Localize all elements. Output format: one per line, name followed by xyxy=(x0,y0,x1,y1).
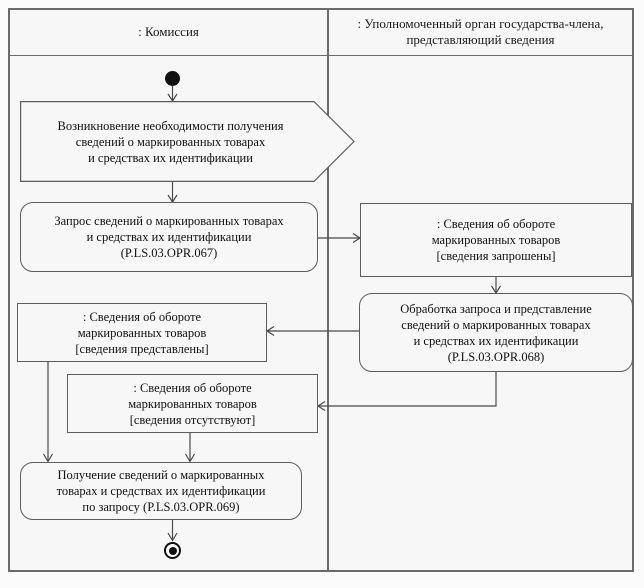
action-code: (P.LS.03.OPR.067) xyxy=(120,246,218,260)
signal-node-label: Возникновение необходимости получения св… xyxy=(48,118,328,166)
action-line-2: и средствах их идентификации xyxy=(86,230,252,244)
action-line-1: Запрос сведений о маркированных товарах xyxy=(54,214,284,228)
action-code: по запросу (P.LS.03.OPR.069) xyxy=(82,500,240,514)
swimlane-vertical-divider xyxy=(327,8,329,572)
action-line-1: Получение сведений о маркированных xyxy=(57,468,265,482)
object-node-label: : Сведения об обороте маркированных това… xyxy=(128,380,257,428)
object-line-1: : Сведения об обороте xyxy=(82,309,202,324)
object-node-label: : Сведения об обороте маркированных това… xyxy=(75,309,208,357)
final-node xyxy=(164,542,181,559)
signal-line-3: и средствах их идентификации xyxy=(88,150,253,165)
object-line-1: : Сведения об обороте xyxy=(133,380,252,395)
action-node-receive-information[interactable]: Получение сведений о маркированных товар… xyxy=(20,462,302,520)
action-line-1: Обработка запроса и представление xyxy=(400,301,592,316)
signal-node-need-information[interactable]: Возникновение необходимости получения св… xyxy=(20,101,355,182)
swimlane-header-divider xyxy=(8,55,634,56)
action-line-2: сведений о маркированных товарах xyxy=(401,317,591,332)
object-state: [сведения отсутствуют] xyxy=(129,412,256,427)
action-node-label: Получение сведений о маркированных товар… xyxy=(57,467,266,515)
action-line-3: и средствах их идентификации xyxy=(413,333,579,348)
swimlane-header-commission: : Комиссия xyxy=(138,23,199,39)
object-node-information-absent[interactable]: : Сведения об обороте маркированных това… xyxy=(67,374,318,433)
action-node-request-information[interactable]: Запрос сведений о маркированных товарах … xyxy=(20,202,318,272)
action-node-label: Обработка запроса и представление сведен… xyxy=(400,301,592,365)
signal-pentagon-shape xyxy=(20,101,355,182)
swimlane-header-authority: : Уполномоченный орган государства-члена… xyxy=(357,15,604,47)
action-node-label: Запрос сведений о маркированных товарах … xyxy=(54,213,283,261)
object-line-1: : Сведения об обороте xyxy=(436,217,556,231)
signal-line-2: сведений о маркированных товарах xyxy=(75,134,266,149)
object-line-2: маркированных товаров xyxy=(431,233,561,247)
object-state: [сведения запрошены] xyxy=(436,249,556,263)
object-node-information-requested[interactable]: : Сведения об обороте маркированных това… xyxy=(360,203,632,277)
action-line-2: товарах и средствах их идентификации xyxy=(56,484,266,498)
object-line-2: маркированных товаров xyxy=(128,396,257,411)
object-state: [сведения представлены] xyxy=(75,341,209,356)
action-code: (P.LS.03.OPR.068) xyxy=(447,349,545,364)
object-node-label: : Сведения об обороте маркированных това… xyxy=(432,216,561,264)
action-node-process-request[interactable]: Обработка запроса и представление сведен… xyxy=(359,293,633,372)
signal-line-1: Возникновение необходимости получения xyxy=(57,118,284,133)
object-line-2: маркированных товаров xyxy=(77,325,207,340)
object-node-information-provided[interactable]: : Сведения об обороте маркированных това… xyxy=(17,303,267,362)
initial-node xyxy=(165,71,180,86)
